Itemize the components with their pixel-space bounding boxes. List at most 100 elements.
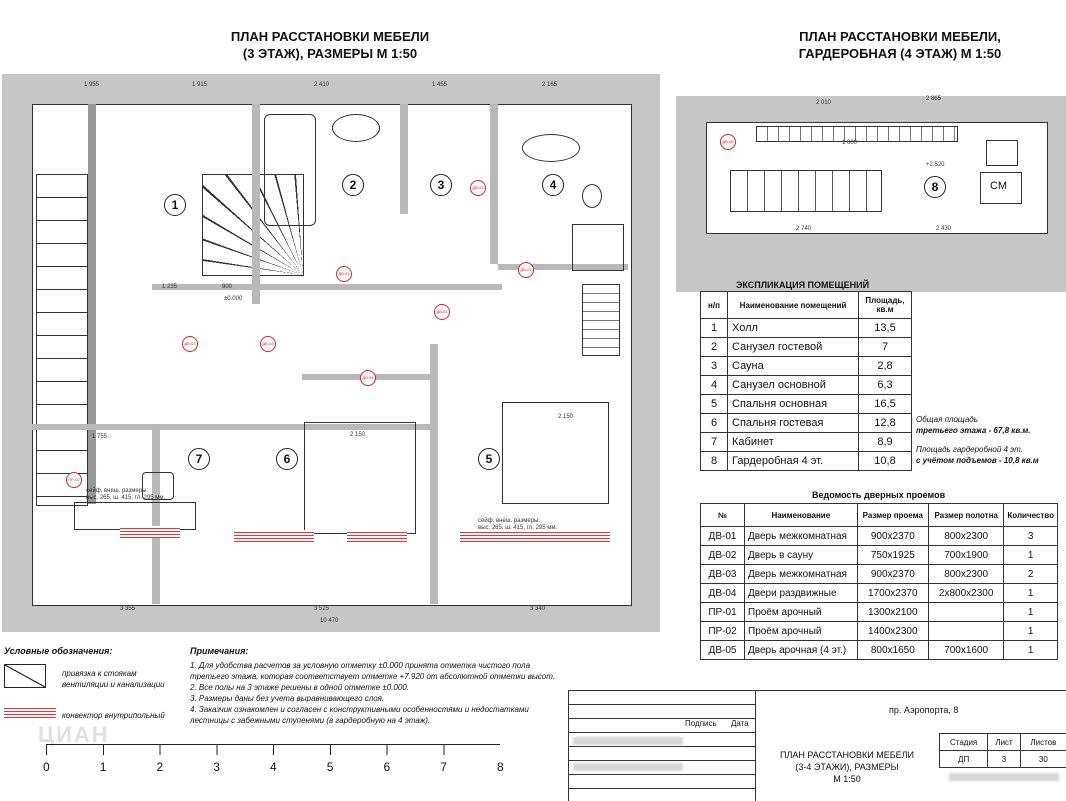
stair-left [36, 174, 88, 506]
dim-2010: 2 010 [816, 100, 832, 106]
sink-wardrobe [986, 140, 1018, 166]
left-title-line2: (3 ЭТАЖ), РАЗМЕРЫ М 1:50 [242, 46, 418, 61]
scale-label: 8 [497, 760, 504, 774]
scale-label: 3 [213, 760, 220, 774]
dim-total: 10 470 [320, 618, 339, 624]
stamp-title-2: (3-4 ЭТАЖИ), РАЗМЕРЫ [795, 762, 899, 772]
watermark: ЦИАН [38, 722, 110, 747]
dim-2430: 2 430 [936, 226, 952, 232]
door-cell-opening: 900х2370 [856, 526, 929, 546]
dim-1235: 1 235 [162, 284, 178, 290]
expl-cell-num: 2 [700, 337, 728, 357]
door-cell-num: ПР-01 [700, 602, 745, 622]
wall-f [152, 284, 502, 290]
expl-cell-area: 10,8 [858, 451, 912, 471]
convector-1 [120, 526, 180, 538]
room-number-4: 4 [542, 174, 564, 196]
sink-main [522, 134, 580, 162]
door-cell-name: Дверь арочная (4 эт.) [744, 640, 858, 660]
stamp-title-cell [755, 733, 940, 801]
expl-cell-name: Санузел основной [727, 375, 859, 395]
door-cell-name: Проём арочный [744, 602, 858, 622]
door-tag-dv05: ДВ-05 [720, 134, 736, 150]
expl-cell-area: 6,3 [858, 375, 912, 395]
stamp-data: Дата [731, 719, 749, 728]
redacted-name-1 [573, 737, 683, 745]
scale-label: 4 [270, 760, 277, 774]
floor-plan-3: 1 2 3 4 5 6 7 ±0.000 1 955 1 915 2 410 1… [2, 74, 660, 632]
legend-item-1: привязка к стоякам вентиляции и канализа… [62, 668, 165, 690]
door-cell-leaf: 700х1900 [927, 545, 1005, 565]
bed-main [502, 402, 609, 504]
expl-header-num: н/п [700, 291, 728, 319]
plan-interior [32, 104, 632, 606]
riser-symbol [4, 664, 46, 688]
note-1: 1. Для удобства расчетов за условную отм… [190, 661, 531, 670]
room-number-6: 6 [276, 448, 298, 470]
door-cell-num: ПР-02 [700, 621, 745, 641]
door-cell-name: Проём арочный [744, 621, 858, 641]
doors-header-leaf: Размер полотна [927, 503, 1005, 527]
chair [142, 472, 174, 500]
door-cell-opening: 1700х2370 [856, 583, 929, 603]
door-cell-num: ДВ-04 [700, 583, 745, 603]
stamp-stadia-label: Стадия [938, 733, 989, 751]
convector-symbol [4, 706, 56, 720]
expl-cell-num: 3 [700, 356, 728, 376]
expl-cell-num: 1 [700, 318, 728, 338]
sink-guest [332, 114, 380, 142]
area-total-line2: третьего этажа - 67,8 кв.м. [916, 426, 1031, 435]
expl-cell-name: Санузел гостевой [727, 337, 859, 357]
right-plan-title: ПЛАН РАССТАНОВКИ МЕБЕЛИ, ГАРДЕРОБНАЯ (4 … [770, 28, 1030, 62]
furniture-note-2a: сейф, внеш. размеры: [478, 518, 541, 524]
door-tag-dv03-a: ДВ-03 [182, 336, 198, 352]
doors-header-num: № [700, 503, 745, 527]
note-4b: лестницы с забежными ступенями (в гардер… [190, 716, 431, 725]
dim-1000: 1 000 [842, 140, 858, 146]
wall-i [498, 264, 628, 270]
stamp-listov-value: 30 [1019, 750, 1066, 768]
dim-top-5: 2 165 [542, 82, 558, 88]
door-tag-dv01-a: ДВ-01 [336, 266, 352, 282]
door-cell-opening: 750х1925 [856, 545, 929, 565]
door-cell-num: ДВ-03 [700, 564, 745, 584]
dim-2865: 2 865 [926, 96, 942, 102]
bed-guest [304, 422, 416, 534]
door-cell-opening: 1400х2300 [856, 621, 929, 641]
expl-cell-name: Спальня основная [727, 394, 859, 414]
right-title-line2: ГАРДЕРОБНАЯ (4 ЭТАЖ) М 1:50 [798, 46, 1002, 61]
stamp-left-grid [569, 691, 755, 801]
door-cell-qty: 1 [1003, 545, 1058, 565]
furniture-note-1b: выс. 265, ш. 415, гл. 295 мм. [86, 495, 166, 501]
left-title-line1: ПЛАН РАССТАНОВКИ МЕБЕЛИ [230, 29, 430, 44]
note-1b: третьего этажа, которая соответствует от… [190, 672, 556, 681]
dim-top-3: 2 410 [314, 82, 330, 88]
expl-header-name: Наименование помещений [727, 291, 859, 319]
door-cell-name: Двери раздвижные [744, 583, 858, 603]
convector-4 [460, 530, 610, 542]
room-number-7: 7 [188, 448, 210, 470]
bathtub [264, 114, 316, 226]
stamp-sheet-table: Стадия Лист Листов ДП 3 30 [938, 733, 1066, 768]
expl-cell-name: Холл [727, 318, 859, 338]
door-cell-num: ДВ-05 [700, 640, 745, 660]
stamp-stadia-value: ДП [938, 750, 989, 768]
door-cell-qty: 2 [1003, 564, 1058, 584]
door-cell-num: ДВ-02 [700, 545, 745, 565]
door-cell-leaf: 2х800х2300 [927, 583, 1005, 603]
washer-box [980, 172, 1022, 204]
note-3: 3. Размеры даны без учета выравнивающего… [190, 694, 385, 703]
area-notes: Общая площадь третьего этажа - 67,8 кв.м… [916, 414, 1039, 466]
legend-item-1-line2: вентиляции и канализации [62, 680, 165, 689]
door-cell-name: Дверь межкомнатная [744, 564, 858, 584]
redacted-name-2 [573, 763, 683, 771]
wardrobe-top-shelf [756, 126, 958, 142]
